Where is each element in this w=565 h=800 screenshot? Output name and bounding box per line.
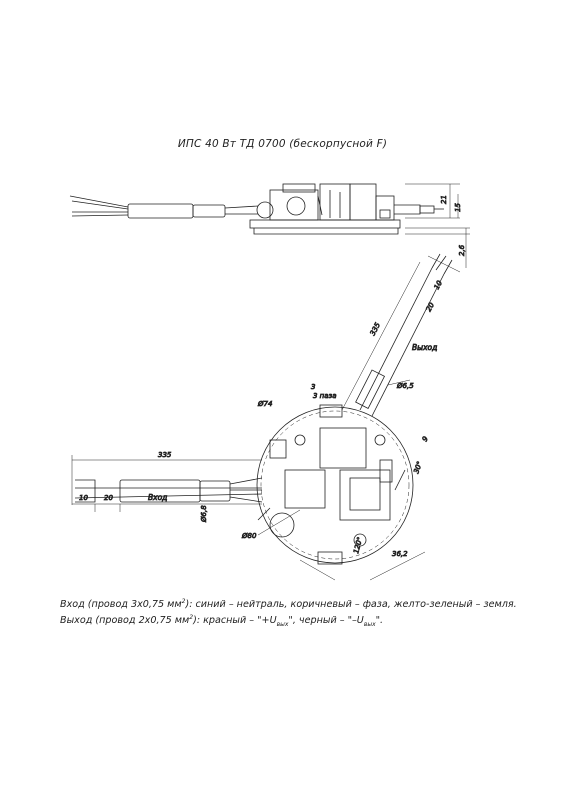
dim-board-dia: Ø80 xyxy=(241,532,257,540)
dim-21: 21 xyxy=(440,195,448,204)
dim-board-radius: 36,2 xyxy=(392,550,408,558)
dim-15: 15 xyxy=(454,203,462,212)
label-output: Выход xyxy=(412,343,437,352)
dim-tab-size: 9 xyxy=(421,435,430,443)
dim-2-6: 2,6 xyxy=(458,244,466,256)
dim-hole: Ø74 xyxy=(257,400,272,408)
dim-input-strip: 20 xyxy=(104,494,113,502)
drawing-title: ИПС 40 Вт ТД 0700 (бескорпусной F) xyxy=(177,138,388,150)
side-view xyxy=(69,183,470,268)
dim-tab-offset: 30° xyxy=(412,460,424,474)
dim-output-strip: 20 xyxy=(425,301,437,313)
dim-input-cable-dia: Ø6,8 xyxy=(200,505,208,523)
note-input: Вход (провод 3х0,75 мм2): синий – нейтра… xyxy=(60,598,517,611)
dim-output-cable-dia: Ø6,5 xyxy=(396,382,414,390)
dim-output-length: 335 xyxy=(369,321,383,337)
dim-slot-count: 3 паза xyxy=(313,392,337,400)
dim-input-tip: 10 xyxy=(79,494,88,502)
dim-input-length: 335 xyxy=(158,451,172,459)
label-input: Вход xyxy=(148,493,167,502)
note-output: Выход (провод 2х0,75 мм2): красный – "+U… xyxy=(60,614,384,629)
dim-slot-width: 3 xyxy=(311,383,315,391)
dim-output-tip: 10 xyxy=(433,279,445,291)
plan-view xyxy=(71,253,461,581)
